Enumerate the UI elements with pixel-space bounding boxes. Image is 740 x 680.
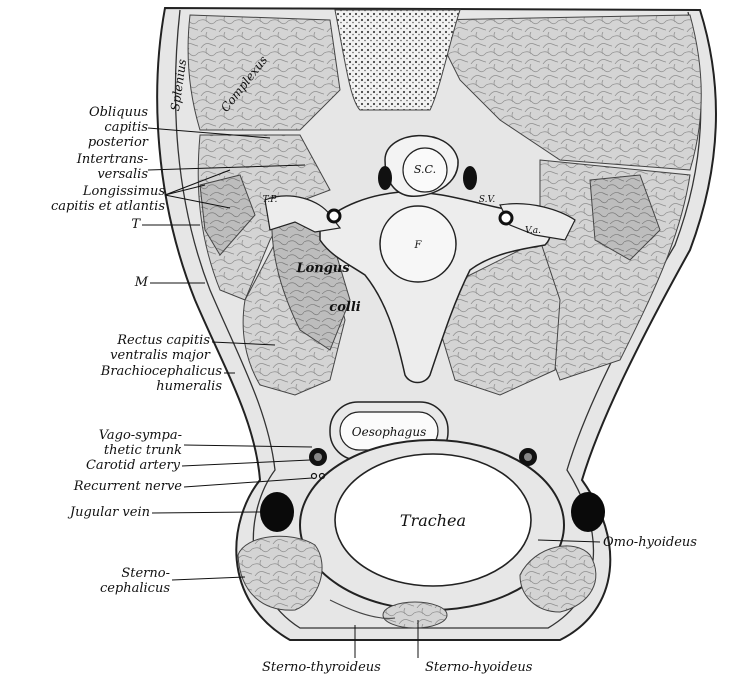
label-oesophagus: Oesophagus [334, 425, 444, 440]
label-recurrent-nerve: Recurrent nerve [20, 479, 182, 494]
label-spinal-cord: S.C. [400, 162, 450, 177]
label-rectus-capitis: Rectus capitis ventralis major [50, 333, 210, 363]
label-va: V.a. [518, 224, 548, 239]
complexus-muscle [188, 15, 340, 130]
label-intertransversalis: Intertrans- versalis [20, 152, 148, 182]
label-t: T [110, 217, 140, 232]
label-vago-sympathetic: Vago-sympa- thetic trunk [60, 428, 182, 458]
label-sv: S.V. [472, 193, 502, 208]
label-sternocephalicus: Sterno- cephalicus [60, 566, 170, 596]
label-omo-hyoideus: Omo-hyoideus [603, 535, 740, 550]
label-trachea: Trachea [383, 513, 483, 528]
label-sterno-thyroideus: Sterno-thyroideus [262, 660, 412, 675]
label-sterno-hyoideus: Sterno-hyoideus [425, 660, 565, 675]
label-carotid-artery: Carotid artery [40, 458, 180, 473]
sterno-hyoideus-muscle [383, 602, 447, 628]
label-m: M [118, 275, 148, 290]
label-jugular-vein: Jugular vein [30, 505, 150, 520]
label-transverse-process: T.P. [255, 193, 285, 208]
label-foramen: F [405, 238, 431, 253]
label-longissimus: Longissimus capitis et atlantis [5, 184, 165, 214]
right-jugular-vein [571, 492, 605, 532]
label-colli: colli [320, 300, 370, 315]
label-obliquus: Obliquus capitis posterior [30, 105, 148, 150]
left-jugular-vein [260, 492, 294, 532]
label-longus: Longus [288, 261, 358, 276]
label-brachiocephalicus: Brachiocephalicus humeralis [28, 364, 222, 394]
